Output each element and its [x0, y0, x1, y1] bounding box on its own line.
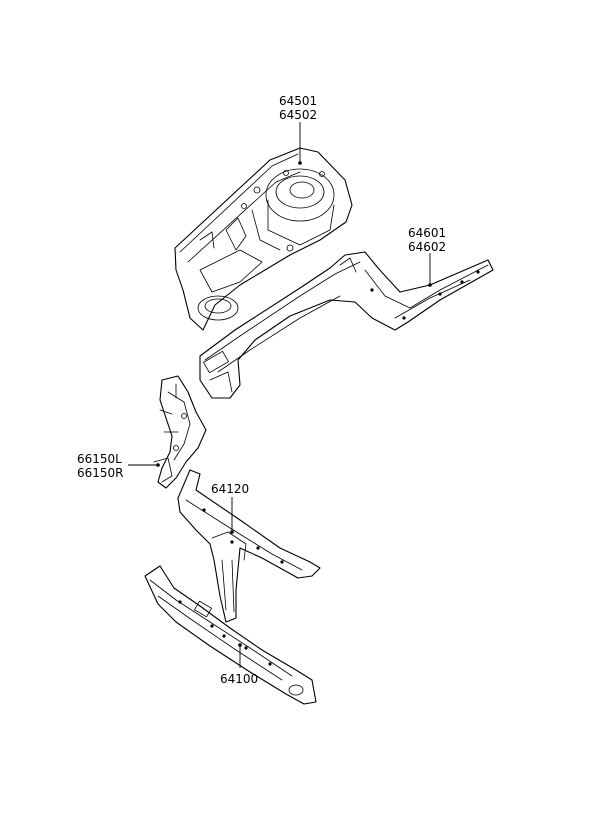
part-number-64120: 64120: [211, 482, 250, 496]
callout-64501[interactable]: 64501 64502: [279, 94, 317, 122]
part-number-66150l: 66150L: [77, 452, 122, 466]
part-lower-radiator-support[interactable]: [144, 565, 317, 705]
part-fender-apron[interactable]: [174, 147, 353, 331]
callout-66150[interactable]: 66150L 66150R: [77, 452, 124, 480]
callout-64120[interactable]: 64120: [211, 482, 249, 496]
part-upper-radiator-support[interactable]: [177, 469, 321, 623]
callout-64100[interactable]: 64100: [220, 672, 258, 686]
part-number-64602: 64602: [408, 240, 447, 254]
part-number-64501: 64501: [279, 94, 318, 108]
part-side-bracket[interactable]: [153, 375, 207, 489]
part-number-64502: 64502: [279, 108, 318, 122]
part-side-member[interactable]: [199, 251, 494, 399]
part-number-64601: 64601: [408, 226, 447, 240]
part-number-64100: 64100: [220, 672, 259, 686]
part-number-66150r: 66150R: [77, 466, 124, 480]
callout-64601[interactable]: 64601 64602: [408, 226, 446, 254]
